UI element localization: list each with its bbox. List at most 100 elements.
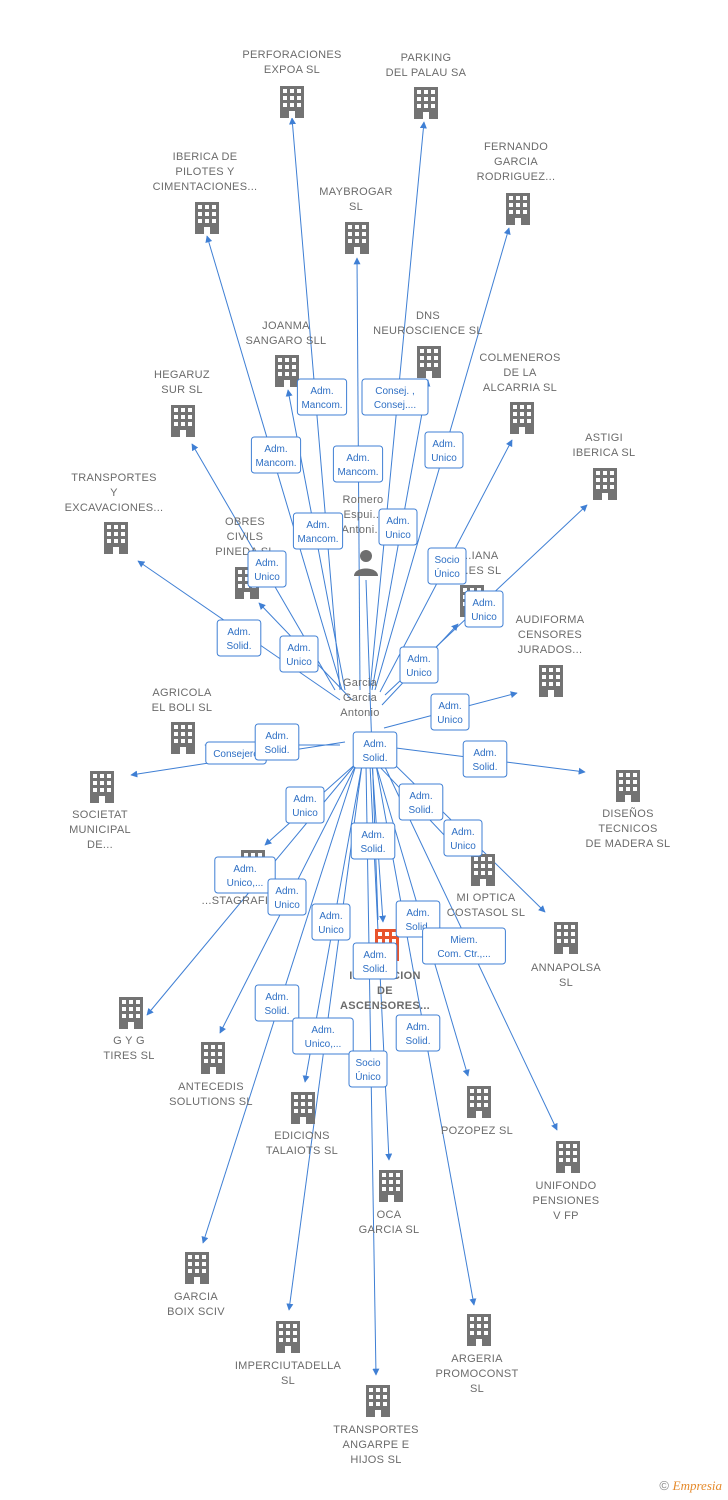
building-icon bbox=[185, 1252, 209, 1284]
edge-label-c19[interactable]: Adm.Unico bbox=[285, 786, 325, 824]
edge-label-c5[interactable]: Adm.Mancom. bbox=[332, 445, 384, 483]
edge-label-text: Unico bbox=[274, 900, 300, 911]
edge-label-text: Mancom. bbox=[255, 458, 296, 469]
edge-label-box bbox=[250, 436, 302, 474]
edge-label-c32[interactable]: Adm.Solid. bbox=[352, 731, 398, 769]
edge-label-c3[interactable]: Adm.Mancom. bbox=[250, 436, 302, 474]
edge-label-c13[interactable]: Adm.Unico bbox=[399, 646, 439, 684]
edge-label-c12[interactable]: Adm.Unico bbox=[279, 635, 319, 673]
edge-label-c18[interactable]: Adm.Solid. bbox=[398, 783, 444, 821]
company-node-c25[interactable]: POZOPEZ SL bbox=[441, 1086, 513, 1137]
edge-label-box bbox=[361, 378, 429, 416]
building-icon bbox=[275, 355, 299, 387]
edge-label-c2[interactable]: Consej. ,Consej.... bbox=[361, 378, 429, 416]
edge-label-c17[interactable]: Adm.Solid. bbox=[462, 740, 508, 778]
company-label: AGRICOLA bbox=[152, 687, 212, 699]
edge-label-text: Solid. bbox=[264, 745, 289, 756]
building-icon bbox=[90, 771, 114, 803]
edge-label-c14[interactable]: Adm. Unico bbox=[430, 693, 470, 731]
edge-label-c21[interactable]: Adm.Solid. bbox=[350, 822, 396, 860]
edge-label-c4[interactable]: Adm.Unico bbox=[424, 431, 464, 469]
edge-label-c30[interactable]: Adm.Solid. bbox=[395, 1014, 441, 1052]
edge-label-box bbox=[398, 783, 444, 821]
edge-label-text: Unico bbox=[437, 715, 463, 726]
edge-label-c28[interactable]: Adm.Solid. bbox=[254, 984, 300, 1022]
company-node-c4[interactable]: FERNANDOGARCIARODRIGUEZ... bbox=[477, 141, 556, 225]
edge-label-box bbox=[378, 508, 418, 546]
building-icon bbox=[291, 1092, 315, 1124]
edge-label-c20[interactable]: Adm.Unico bbox=[443, 819, 483, 857]
company-label: PROMOCONST bbox=[435, 1368, 518, 1380]
company-node-c15[interactable]: AGRICOLA EL BOLI SL bbox=[152, 687, 213, 754]
edge-label-c10[interactable]: Adm.Unico bbox=[464, 590, 504, 628]
company-label: EXPOA SL bbox=[264, 64, 320, 76]
company-label: Y bbox=[110, 487, 118, 499]
company-label: CENSORES bbox=[518, 629, 582, 641]
edge-label-text: Unico bbox=[318, 925, 344, 936]
edge-label-text: Consejero bbox=[213, 749, 259, 760]
person-label: Garcia bbox=[343, 677, 378, 689]
edge-label-text: Solid. bbox=[362, 964, 387, 975]
edge-label-c7[interactable]: Adm.Mancom. bbox=[292, 512, 344, 550]
company-label: SL bbox=[470, 1383, 484, 1395]
edge-label-c26[interactable]: Miem.Com. Ctr.,... bbox=[422, 927, 506, 965]
company-node-c13[interactable]: ...IANA...ES SL bbox=[459, 550, 502, 617]
edge-label-c11[interactable]: Adm.Solid. bbox=[216, 619, 262, 657]
company-node-c16[interactable]: SOCIETATMUNICIPALDE... bbox=[69, 771, 131, 851]
edge-label-box bbox=[216, 619, 262, 657]
edge-label-c24[interactable]: Adm. Unico bbox=[311, 903, 351, 941]
edge-label-text: Unico,... bbox=[305, 1039, 342, 1050]
edge-label-c22[interactable]: Adm.Unico,... bbox=[214, 856, 276, 894]
edge-label-c16[interactable]: Adm.Solid. bbox=[254, 723, 300, 761]
company-node-c19[interactable]: ...STAGRAFI... bbox=[202, 850, 279, 907]
edge-label-text: Unico bbox=[431, 453, 457, 464]
edge-label-text: Solid. bbox=[362, 753, 387, 764]
company-label: EL BOLI SL bbox=[152, 702, 213, 714]
edge-label-text: Adm. bbox=[319, 911, 342, 922]
edge-label-text: Unico bbox=[292, 808, 318, 819]
edge-label-box bbox=[430, 693, 470, 731]
company-node-c14[interactable]: AUDIFORMACENSORESJURADOS... bbox=[516, 614, 585, 697]
brand-logo[interactable]: Empresia bbox=[672, 1478, 722, 1493]
edge-label-c27[interactable]: Adm.Solid. bbox=[352, 942, 398, 980]
person-node-p1[interactable]: RomeroEspui...Antoni... bbox=[341, 494, 384, 576]
company-label: HIJOS SL bbox=[350, 1454, 401, 1466]
edge-label-text: Adm. bbox=[438, 701, 461, 712]
edge-label-c23[interactable]: Adm.Unico bbox=[267, 878, 307, 916]
company-label: SL bbox=[559, 977, 573, 989]
edge-label-c1[interactable]: Adm.Mancom. bbox=[296, 378, 348, 416]
edge-label-c9[interactable]: Adm.Unico bbox=[247, 550, 287, 588]
company-label: ALCARRIA SL bbox=[483, 382, 557, 394]
edge-label-c6[interactable]: Adm.Unico bbox=[378, 508, 418, 546]
edge-label-c29[interactable]: Adm.Unico,... bbox=[292, 1017, 354, 1055]
company-label: SUR SL bbox=[161, 384, 203, 396]
edge-label-box bbox=[395, 1014, 441, 1052]
company-node-c11[interactable]: TRANSPORTESYEXCAVACIONES... bbox=[65, 472, 164, 554]
company-label: V FP bbox=[553, 1210, 579, 1222]
